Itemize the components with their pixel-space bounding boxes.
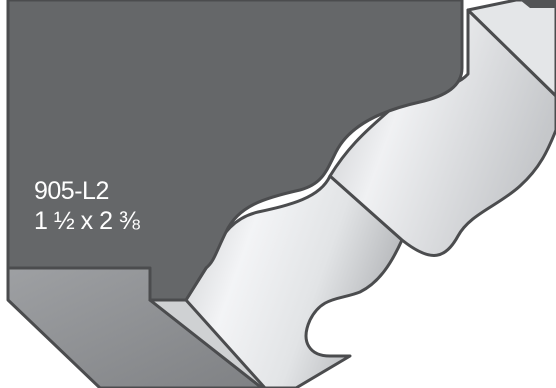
- upper-ogee-face: [328, 8, 556, 257]
- product-label: 905-L2 1 ½ x 2 ⅜: [34, 176, 140, 236]
- dimensions-text: 1 ½ x 2 ⅜: [34, 207, 140, 235]
- model-number: 905-L2: [34, 177, 109, 205]
- profile-cross-section: [6, 0, 464, 302]
- top-notch-shadow: [520, 0, 556, 8]
- top-edge-strip: [466, 0, 556, 98]
- lower-cove-face: [184, 174, 404, 388]
